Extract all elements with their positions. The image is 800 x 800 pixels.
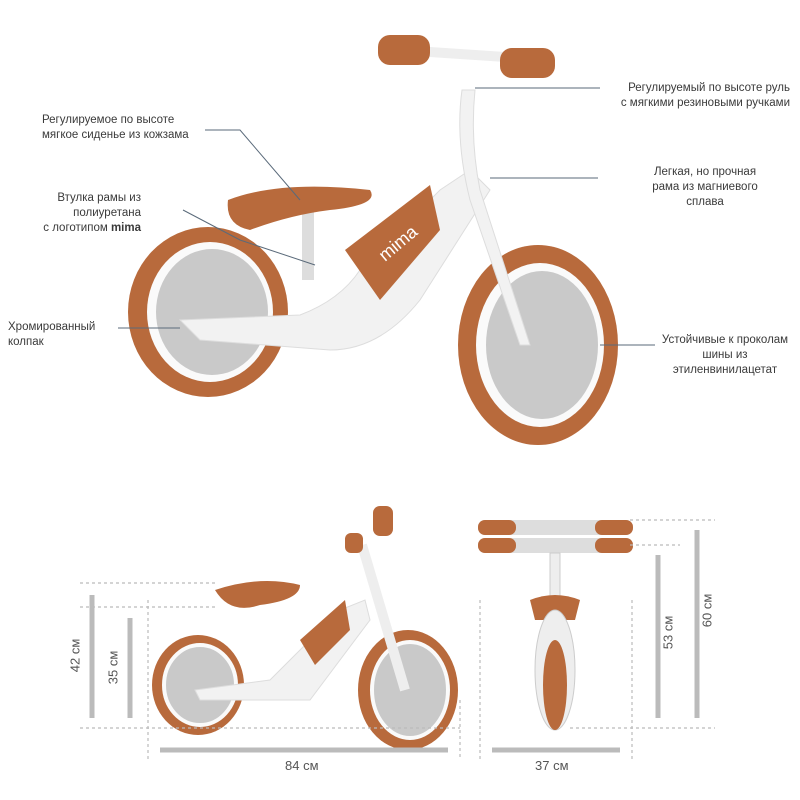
- seat-post: [302, 210, 314, 280]
- dim-handlebar-height-max: 60 см: [699, 593, 715, 628]
- side-view-bike: [152, 506, 458, 750]
- annotation-line: Регулируемое по высоте: [42, 114, 175, 126]
- dim-width: 37 см: [535, 758, 569, 773]
- annotation-line: рама из магниевого: [652, 181, 758, 193]
- annotation-line: Втулка рамы из: [57, 192, 141, 204]
- annotation-line: Легкая, но прочная: [653, 166, 757, 178]
- annotation-line: колпак: [8, 336, 44, 348]
- annotation-frame: Легкая, но прочная рама из магниевого сп…: [640, 165, 770, 210]
- fork: [459, 89, 531, 346]
- annotation-seat: Регулируемое по высоте мягкое сиденье из…: [42, 113, 189, 143]
- annotation-line: полиуретана: [73, 207, 141, 219]
- dim-length: 84 см: [285, 758, 319, 773]
- annotation-line: шины из: [702, 349, 748, 361]
- annotation-line: Хромированный: [8, 321, 96, 333]
- annotation-hubcap: Хромированный колпак: [8, 320, 95, 350]
- rear-wheel: [128, 227, 288, 397]
- frame: [178, 169, 491, 351]
- annotation-handlebar: Регулируемый по высоте руль с мягкими ре…: [560, 81, 790, 111]
- main-bike: mima: [128, 35, 618, 445]
- dim-seat-height-min: 35 см: [105, 650, 121, 685]
- dimension-lines: [80, 519, 715, 760]
- front-wheel: [458, 245, 618, 445]
- grip-left: [378, 35, 430, 65]
- dim-handlebar-height-min: 53 см: [660, 615, 676, 650]
- dimension-arrows: [89, 530, 700, 753]
- annotation-bushing: Втулка рамы из полиуретана с логотипом m…: [20, 191, 141, 236]
- annotation-line: с мягкими резиновыми ручками: [620, 97, 790, 109]
- seat: [227, 186, 372, 230]
- annotation-line: Регулируемый по высоте руль: [628, 82, 790, 94]
- annotation-line: Устойчивые к проколам: [661, 334, 789, 346]
- annotation-line: мягкое сиденье из кожзама: [42, 129, 189, 141]
- front-view-bike: [478, 520, 633, 731]
- dim-seat-height-max: 42 см: [67, 638, 83, 673]
- annotation-line: этиленвинилацетат: [672, 364, 778, 376]
- frame-bushing: [345, 185, 440, 300]
- annotation-tires: Устойчивые к проколам шины из этиленвини…: [650, 333, 800, 378]
- annotation-lines: [118, 87, 655, 346]
- annotation-line: сплава: [686, 196, 724, 208]
- grip-right: [500, 48, 555, 78]
- brand-name: mima: [110, 222, 141, 234]
- annotation-line: с логотипом mima: [20, 221, 141, 236]
- annotation-text: с логотипом: [43, 222, 111, 234]
